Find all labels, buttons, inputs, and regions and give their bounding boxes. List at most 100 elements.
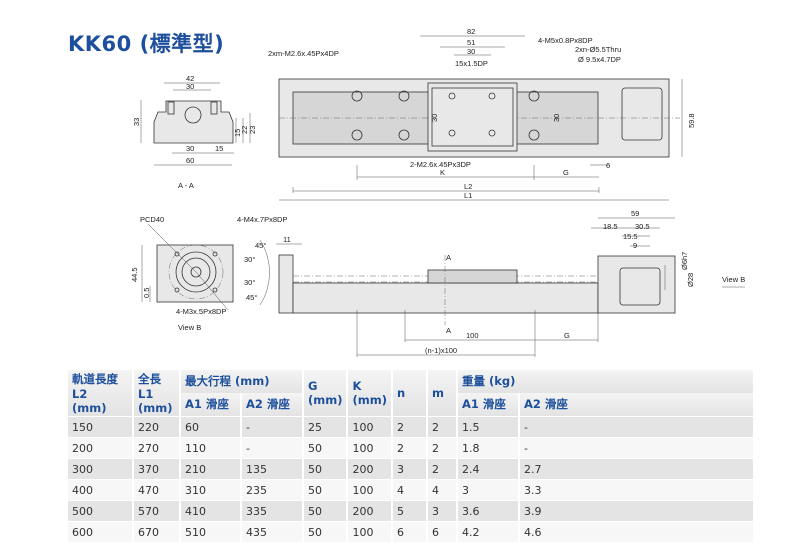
table-cell: 2.4 — [456, 458, 520, 480]
table-cell: 100 — [347, 437, 393, 459]
dim-30-carriage: 30 — [430, 114, 439, 122]
angle-45-bottom: 45° — [246, 293, 257, 302]
page-title: KK60 (標準型) — [68, 32, 225, 56]
header-g: G (mm) — [303, 370, 349, 417]
side-view: 11 59 18.5 30.5 15.5 9 Ø6h7 Ø28 View B A… — [276, 209, 745, 357]
table-cell: 50 — [303, 437, 349, 459]
table-cell: 3 — [456, 479, 520, 501]
dim-15-5: 15.5 — [623, 232, 638, 241]
table-cell: 300 — [68, 458, 134, 480]
table-cell: - — [241, 416, 304, 438]
table-cell: 4 — [391, 479, 428, 501]
table-cell: 220 — [133, 416, 181, 438]
holes-top-label: 4-M4x.7Px8DP — [237, 215, 287, 224]
table-cell: 570 — [133, 500, 181, 522]
dim-23: 23 — [248, 126, 257, 134]
table-cell: 2 — [391, 416, 428, 438]
dim-51: 51 — [467, 38, 475, 47]
dim-L1: L1 — [464, 191, 472, 200]
dim-phi28: Ø28 — [686, 273, 695, 287]
table-cell: 410 — [180, 500, 242, 522]
table-cell: 370 — [133, 458, 181, 480]
header-weight-a1: A1 滑座 — [456, 392, 520, 417]
table-cell: 6 — [391, 521, 428, 542]
header-l1: 全長 L1(mm) — [133, 370, 181, 417]
table-cell: 210 — [180, 458, 242, 480]
counterbore-label: Ø 9.5x4.7DP — [578, 55, 621, 64]
table-cell: 1.5 — [456, 416, 520, 438]
dim-59: 59 — [631, 209, 639, 218]
dim-6: 6 — [606, 161, 610, 170]
header-k: K (mm) — [347, 370, 393, 417]
dim-0-5: 0.5 — [142, 288, 151, 298]
table-cell: 4.6 — [518, 521, 756, 542]
dim-15: 15 — [233, 129, 242, 137]
header-weight-a2: A2 滑座 — [518, 392, 756, 417]
view-b: PCD40 4-M4x.7Px8DP 4-M3x.5Px8DP 45° 30° … — [130, 215, 287, 332]
section-a-bottom: A — [446, 326, 451, 335]
table-cell: 135 — [241, 458, 304, 480]
table-cell: 500 — [68, 500, 134, 522]
table-cell: 4.2 — [456, 521, 520, 542]
table-cell: 2 — [426, 416, 458, 438]
carriage-holes-label: 4-M5x0.8Px8DP — [538, 36, 593, 45]
table-cell: 3.9 — [518, 500, 756, 522]
holes-bottom-label: 4-M3x.5Px8DP — [176, 307, 226, 316]
angle-45-top: 45° — [255, 241, 266, 250]
table-cell: - — [518, 437, 756, 459]
dim-60: 60 — [186, 156, 194, 165]
dim-44-5: 44.5 — [130, 267, 139, 282]
table-cell: 3 — [391, 458, 428, 480]
view-b-caption: View B — [178, 323, 201, 332]
table-cell: 2 — [391, 437, 428, 459]
table-cell: 100 — [347, 521, 393, 542]
table-cell: 25 — [303, 416, 349, 438]
header-l1-unit: (mm) — [138, 401, 173, 415]
header-weight: 重量 (kg) — [456, 370, 756, 393]
dim-K: K — [440, 168, 445, 177]
table-cell: 270 — [133, 437, 181, 459]
dim-59-8: 59.8 — [687, 113, 696, 128]
bottom-holes-label: 2-M2.6x.45Px3DP — [410, 160, 471, 169]
angle-30-bottom: 30° — [244, 278, 255, 287]
table-cell: 235 — [241, 479, 304, 501]
table-cell: 2 — [426, 458, 458, 480]
section-a-top: A — [446, 253, 451, 262]
header-n: n — [391, 370, 428, 417]
dim-30-rail: 30 — [552, 114, 561, 122]
dim-9: 9 — [633, 241, 637, 250]
table-cell: 4 — [426, 479, 458, 501]
header-stroke-a1: A1 滑座 — [180, 392, 242, 417]
pcd-label: PCD40 — [140, 215, 164, 224]
view-b-arrow-label: View B — [722, 275, 745, 284]
dim-30-bottom: 30 — [186, 144, 194, 153]
table-cell: 110 — [180, 437, 242, 459]
dim-G: G — [564, 331, 570, 340]
table-cell: 310 — [180, 479, 242, 501]
dim-42: 42 — [186, 74, 194, 83]
table-cell: 3.6 — [456, 500, 520, 522]
dim-15-bottom: 15 — [215, 144, 223, 153]
dim-82: 82 — [467, 27, 475, 36]
table-cell: 150 — [68, 416, 134, 438]
header-l2-unit: (mm) — [72, 401, 107, 415]
dim-30-5: 30.5 — [635, 222, 650, 231]
header-stroke: 最大行程 (mm) — [180, 370, 304, 393]
table-cell: 510 — [180, 521, 242, 542]
table-cell: 200 — [347, 458, 393, 480]
dim-18-5: 18.5 — [603, 222, 618, 231]
table-cell: 100 — [347, 479, 393, 501]
angle-30-top: 30° — [244, 255, 255, 264]
header-stroke-a2: A2 滑座 — [241, 392, 304, 417]
table-cell: 600 — [68, 521, 134, 542]
technical-drawing: 42 30 33 15 22 23 30 15 60 A - A PCD40 4… — [130, 27, 745, 357]
dim-G: G — [563, 168, 569, 177]
header-l2-label: 軌道長度 L2 — [72, 372, 118, 401]
table-cell: 3 — [426, 500, 458, 522]
